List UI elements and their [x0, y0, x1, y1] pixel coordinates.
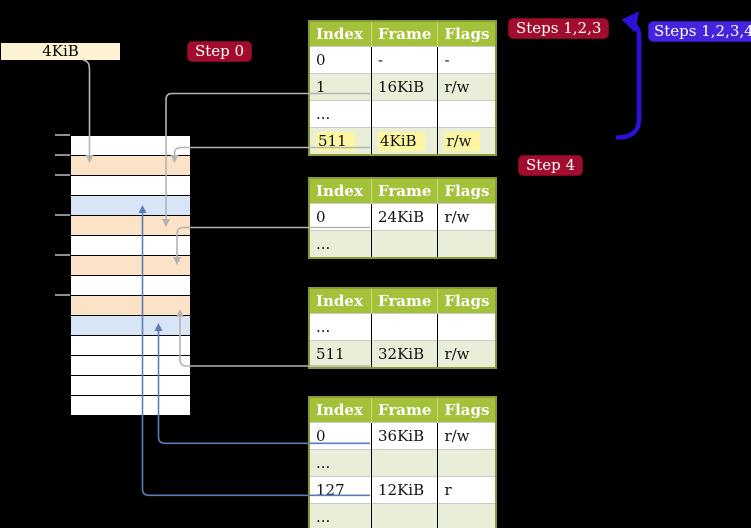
table-row: 511 4KiB r/w — [309, 127, 497, 155]
column-header: Index — [309, 21, 372, 47]
table-cell: 0 — [309, 422, 372, 450]
table-cell: r — [437, 476, 497, 504]
table-cell — [437, 449, 497, 477]
table-cell: r/w — [437, 127, 497, 155]
table-row: ... — [309, 313, 497, 341]
memory-frame-row-orange — [71, 296, 190, 316]
table-row: ... — [309, 503, 497, 528]
table-cell — [437, 230, 497, 258]
highlighted-value: 511 — [316, 132, 355, 151]
memory-frame-row-white — [71, 356, 190, 376]
table-cell: ... — [309, 230, 372, 258]
table-cell — [371, 313, 439, 341]
memory-frame-row-white — [71, 376, 190, 396]
repeat-steps-arrowhead — [621, 11, 639, 33]
memory-tick — [55, 174, 70, 176]
table-row: ... — [309, 100, 497, 128]
repeat-steps-arrow-shaft — [615, 21, 642, 140]
memory-frame-row-white — [71, 136, 190, 156]
table-cell: 0 — [309, 203, 372, 231]
column-header: Flags — [437, 397, 497, 423]
badge-step-0: Step 0 — [187, 41, 253, 62]
memory-tick — [55, 214, 70, 216]
memory-tick — [55, 254, 70, 256]
table-cell: ... — [309, 313, 372, 341]
column-header: Flags — [437, 288, 497, 314]
table-cell: 24KiB — [371, 203, 439, 231]
badge-steps-1-2-3-4: Steps 1,2,3,4 — [648, 21, 751, 42]
table-cell: 12KiB — [371, 476, 439, 504]
page-size-label: 4KiB — [1, 43, 120, 60]
table-row: ... — [309, 230, 497, 258]
badge-step-4: Step 4 — [518, 155, 584, 176]
table-cell: 127 — [309, 476, 372, 504]
highlighted-value: r/w — [444, 132, 480, 151]
column-header: Frame — [371, 21, 439, 47]
column-header: Index — [309, 397, 372, 423]
table-cell — [437, 100, 497, 128]
highlighted-value: 4KiB — [378, 132, 425, 151]
table-cell: r/w — [437, 73, 497, 101]
memory-frame-row-white — [71, 276, 190, 296]
table-cell: ... — [309, 100, 372, 128]
table-row: ... — [309, 449, 497, 477]
table-cell: 4KiB — [371, 127, 439, 155]
column-header: Frame — [371, 288, 439, 314]
column-header: Flags — [437, 21, 497, 47]
column-header: Frame — [371, 397, 439, 423]
table-cell — [437, 503, 497, 528]
column-header: Index — [309, 288, 372, 314]
memory-tick — [55, 154, 70, 156]
column-header: Flags — [437, 178, 497, 204]
memory-frame-row-white — [71, 176, 190, 196]
table-cell: 0 — [309, 46, 372, 74]
table-cell — [371, 503, 439, 528]
table-cell — [371, 100, 439, 128]
table-cell: 36KiB — [371, 422, 439, 450]
memory-frame-row-blue — [71, 316, 190, 336]
table-cell: - — [371, 46, 439, 74]
memory-frame-row-white — [71, 396, 190, 415]
table-cell: 16KiB — [371, 73, 439, 101]
table-cell — [437, 313, 497, 341]
table-cell: r/w — [437, 422, 497, 450]
memory-frame-row-blue — [71, 196, 190, 216]
column-header: Index — [309, 178, 372, 204]
table-cell: - — [437, 46, 497, 74]
table-cell: r/w — [437, 340, 497, 368]
memory-frame-row-orange — [71, 216, 190, 236]
table-cell: 1 — [309, 73, 372, 101]
physical-memory-column — [70, 135, 191, 416]
table-cell: ... — [309, 503, 372, 528]
table-cell: 32KiB — [371, 340, 439, 368]
table-cell: ... — [309, 449, 372, 477]
memory-frame-row-white — [71, 336, 190, 356]
badge-steps-1-2-3: Steps 1,2,3 — [508, 18, 610, 39]
memory-frame-row-orange — [71, 156, 190, 176]
table-cell: 511 — [309, 340, 372, 368]
table-cell — [371, 230, 439, 258]
table-row: 0-- — [309, 46, 497, 74]
table-cell: 511 — [309, 127, 372, 155]
table-cell — [371, 449, 439, 477]
column-header: Frame — [371, 178, 439, 204]
memory-frame-row-orange — [71, 256, 190, 276]
memory-tick — [55, 294, 70, 296]
table-cell: r/w — [437, 203, 497, 231]
memory-tick — [55, 134, 70, 136]
memory-frame-row-white — [71, 236, 190, 256]
